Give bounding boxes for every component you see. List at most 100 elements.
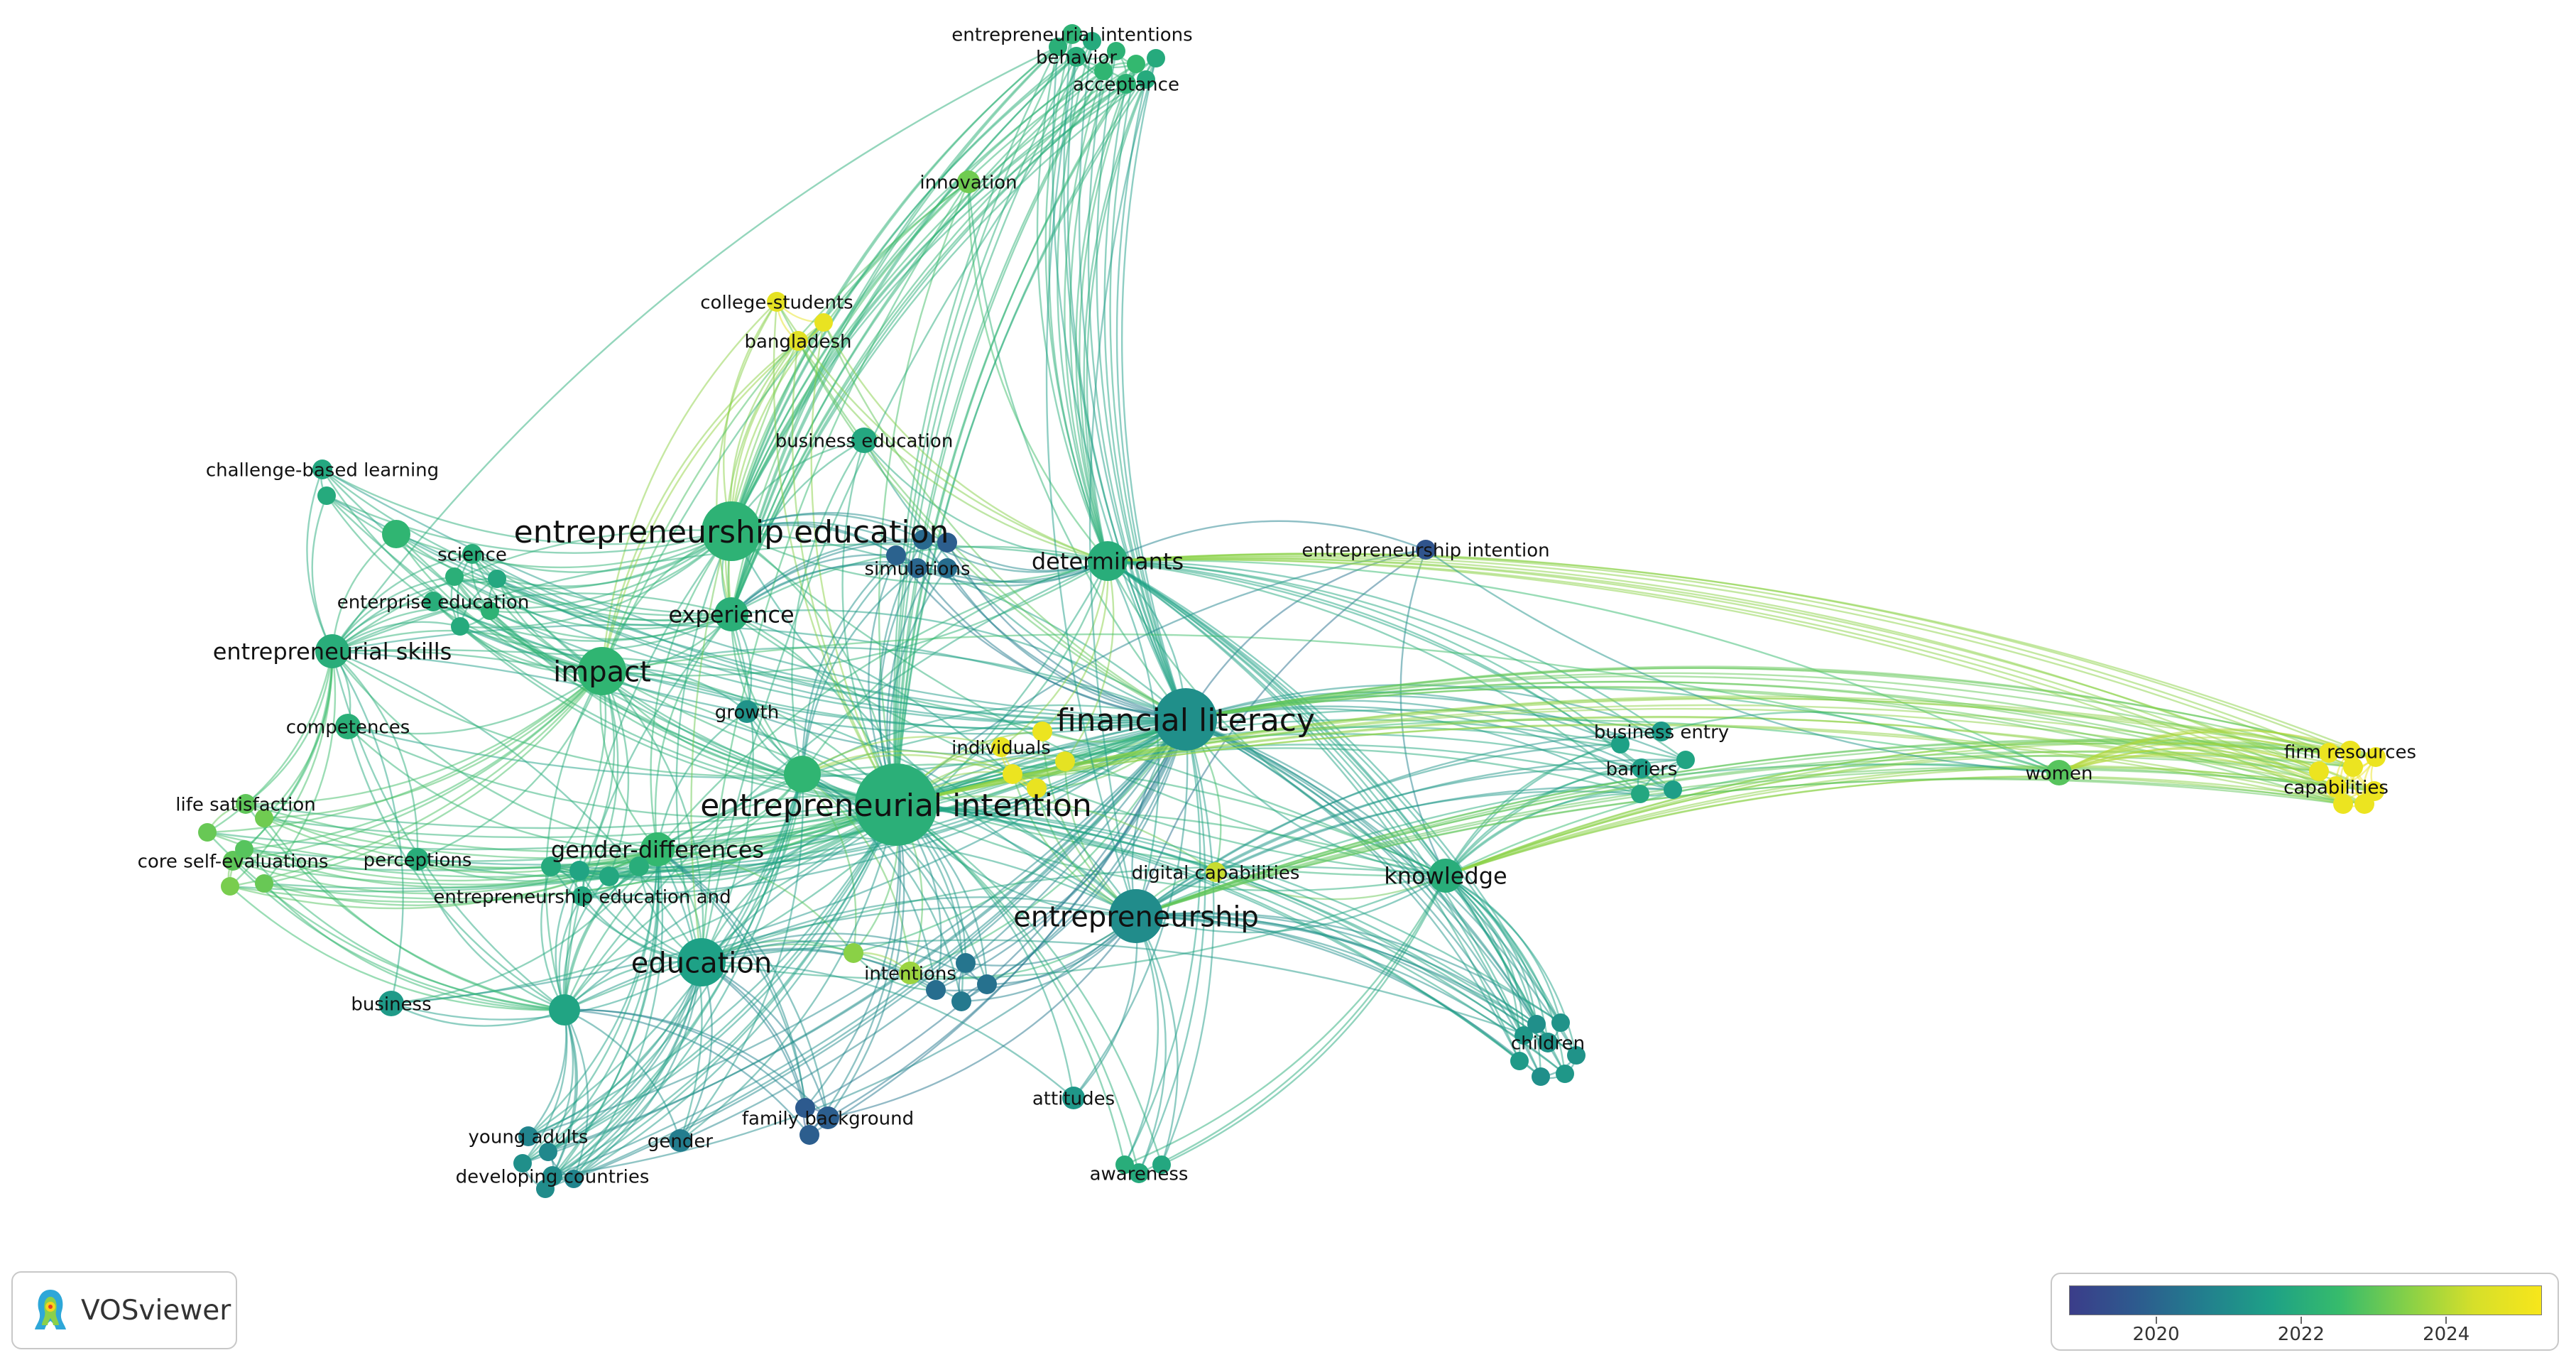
node-cbl-c1[interactable] [317,486,336,505]
node-fr-c2[interactable] [2343,757,2363,777]
node-ei-c3[interactable] [1127,55,1145,73]
node-ei-c6[interactable] [1137,70,1155,89]
node-sc-c3[interactable] [451,617,469,636]
node-ch-c7[interactable] [1567,1046,1586,1065]
node-fr-c1[interactable] [2319,743,2339,763]
node-label-awareness[interactable]: awareness [1090,1163,1189,1185]
node-entrepreneurial-intention[interactable] [855,763,937,846]
node-business-entry[interactable] [1652,722,1671,741]
node-label-business-entry[interactable]: business entry [1594,722,1729,743]
node-be-c1[interactable] [1611,735,1630,754]
node-ch-c1[interactable] [1515,1026,1533,1045]
node-label-family-background[interactable]: family background [742,1108,914,1129]
node-aw-c2[interactable] [1152,1155,1171,1174]
node-ind-c3[interactable] [1003,764,1022,784]
node-entrepreneurial-skills[interactable] [315,634,349,668]
node-int-c2[interactable] [956,953,976,973]
node-entrepreneurial-intentions[interactable] [1062,24,1082,44]
node-fb-c2[interactable] [799,1125,819,1145]
node-ei-c5[interactable] [1094,62,1113,80]
node-label-simulations[interactable]: simulations [864,558,970,580]
node-entrepreneurship-intention[interactable] [1416,540,1436,560]
node-label-perceptions[interactable]: perceptions [364,849,472,871]
node-ya-c1[interactable] [513,1154,532,1173]
node-label-capabilities[interactable]: capabilities [2283,777,2389,798]
node-gd-c2[interactable] [569,861,589,881]
node-ya-c3[interactable] [564,1170,583,1188]
node-ind-c4[interactable] [1027,778,1047,798]
node-label-challenge-based-learning[interactable]: challenge-based learning [206,459,439,481]
node-label-women[interactable]: women [2026,763,2093,784]
node-experience[interactable] [714,597,748,631]
node-awareness[interactable] [1129,1163,1149,1183]
node-growth[interactable] [736,700,758,723]
node-label-entrepreneurial-skills[interactable]: entrepreneurial skills [213,638,452,665]
node-label-attitudes[interactable]: attitudes [1032,1088,1115,1109]
node-label-business-education[interactable]: business education [775,430,954,452]
node-sc-c1[interactable] [445,567,464,586]
node-impact[interactable] [578,647,626,695]
node-sim-c1[interactable] [886,545,906,565]
node-ch-c5[interactable] [1532,1067,1550,1086]
node-sc-c2[interactable] [488,570,506,588]
node-be-c4[interactable] [1664,780,1682,799]
node-sc-c4[interactable] [481,602,499,620]
node-young-adults[interactable] [518,1126,538,1146]
node-label-impact[interactable]: impact [553,655,651,688]
node-label-competences[interactable]: competences [286,717,410,738]
node-ei-c4[interactable] [1147,49,1165,67]
node-label-young-adults[interactable]: young adults [469,1126,589,1148]
node-gender-differences[interactable] [640,832,675,866]
node-fr-c4[interactable] [2309,761,2329,781]
node-label-education[interactable]: education [631,947,772,979]
node-int-c5[interactable] [926,980,946,1000]
node-children[interactable] [1538,1033,1558,1052]
node-ei-c2[interactable] [1107,42,1125,60]
node-fb-c1[interactable] [795,1098,815,1118]
node-perceptions[interactable] [406,848,429,871]
node-label-growth[interactable]: growth [715,702,779,723]
node-capabilities[interactable] [2325,776,2347,798]
node-ind-c2[interactable] [1055,751,1075,771]
node-ch-c3[interactable] [1551,1013,1570,1032]
node-gd-c1[interactable] [541,856,561,876]
node-label-science[interactable]: science [437,544,507,565]
node-business-education[interactable] [851,428,877,453]
node-ya-c2[interactable] [539,1143,557,1161]
node-firm-resources[interactable] [2340,741,2361,762]
node-innovation[interactable] [957,170,980,193]
node-college-students[interactable] [767,292,787,312]
node-individuals[interactable] [991,737,1011,757]
node-gender[interactable] [669,1129,692,1152]
node-digital-capabilities[interactable] [1206,862,1226,882]
node-sim-c3[interactable] [937,533,957,553]
node-label-core-self-evaluations[interactable]: core self-evaluations [138,851,329,872]
node-int-c1[interactable] [844,943,863,963]
node-ls-c3[interactable] [235,840,253,859]
node-label-entrepreneurial-intentions[interactable]: entrepreneurial intentions [951,24,1192,45]
node-gd-c3[interactable] [599,866,619,886]
node-label-firm-resources[interactable]: firm resources [2284,741,2416,763]
node-bangladesh[interactable] [788,331,808,351]
node-determinants[interactable] [1088,541,1128,581]
node-ls-c2[interactable] [198,823,217,842]
node-label-entrepreneurship-education-and[interactable]: entrepreneurship education and [433,886,731,908]
node-education[interactable] [677,938,726,986]
node-label-entrepreneurship[interactable]: entrepreneurship [1013,901,1259,933]
node-fr-c6[interactable] [2333,794,2353,814]
node-behavior[interactable] [1066,47,1086,67]
node-n-1130[interactable] [784,756,821,793]
node-label-children[interactable]: children [1511,1033,1585,1054]
node-bd-c1[interactable] [814,313,833,332]
node-label-entrepreneurial-intention[interactable]: entrepreneurial intention [700,788,1091,824]
node-ind-c1[interactable] [1032,722,1052,741]
node-label-determinants[interactable]: determinants [1032,548,1184,575]
node-acceptance[interactable] [1116,74,1136,94]
node-label-financial-literacy[interactable]: financial literacy [1057,702,1315,739]
node-entrepreneurship[interactable] [1109,889,1163,943]
node-competences[interactable] [335,714,361,739]
node-ch-c2[interactable] [1527,1015,1546,1033]
node-label-business[interactable]: business [351,994,431,1015]
node-barriers[interactable] [1632,758,1652,778]
node-ch-c4[interactable] [1510,1052,1529,1070]
